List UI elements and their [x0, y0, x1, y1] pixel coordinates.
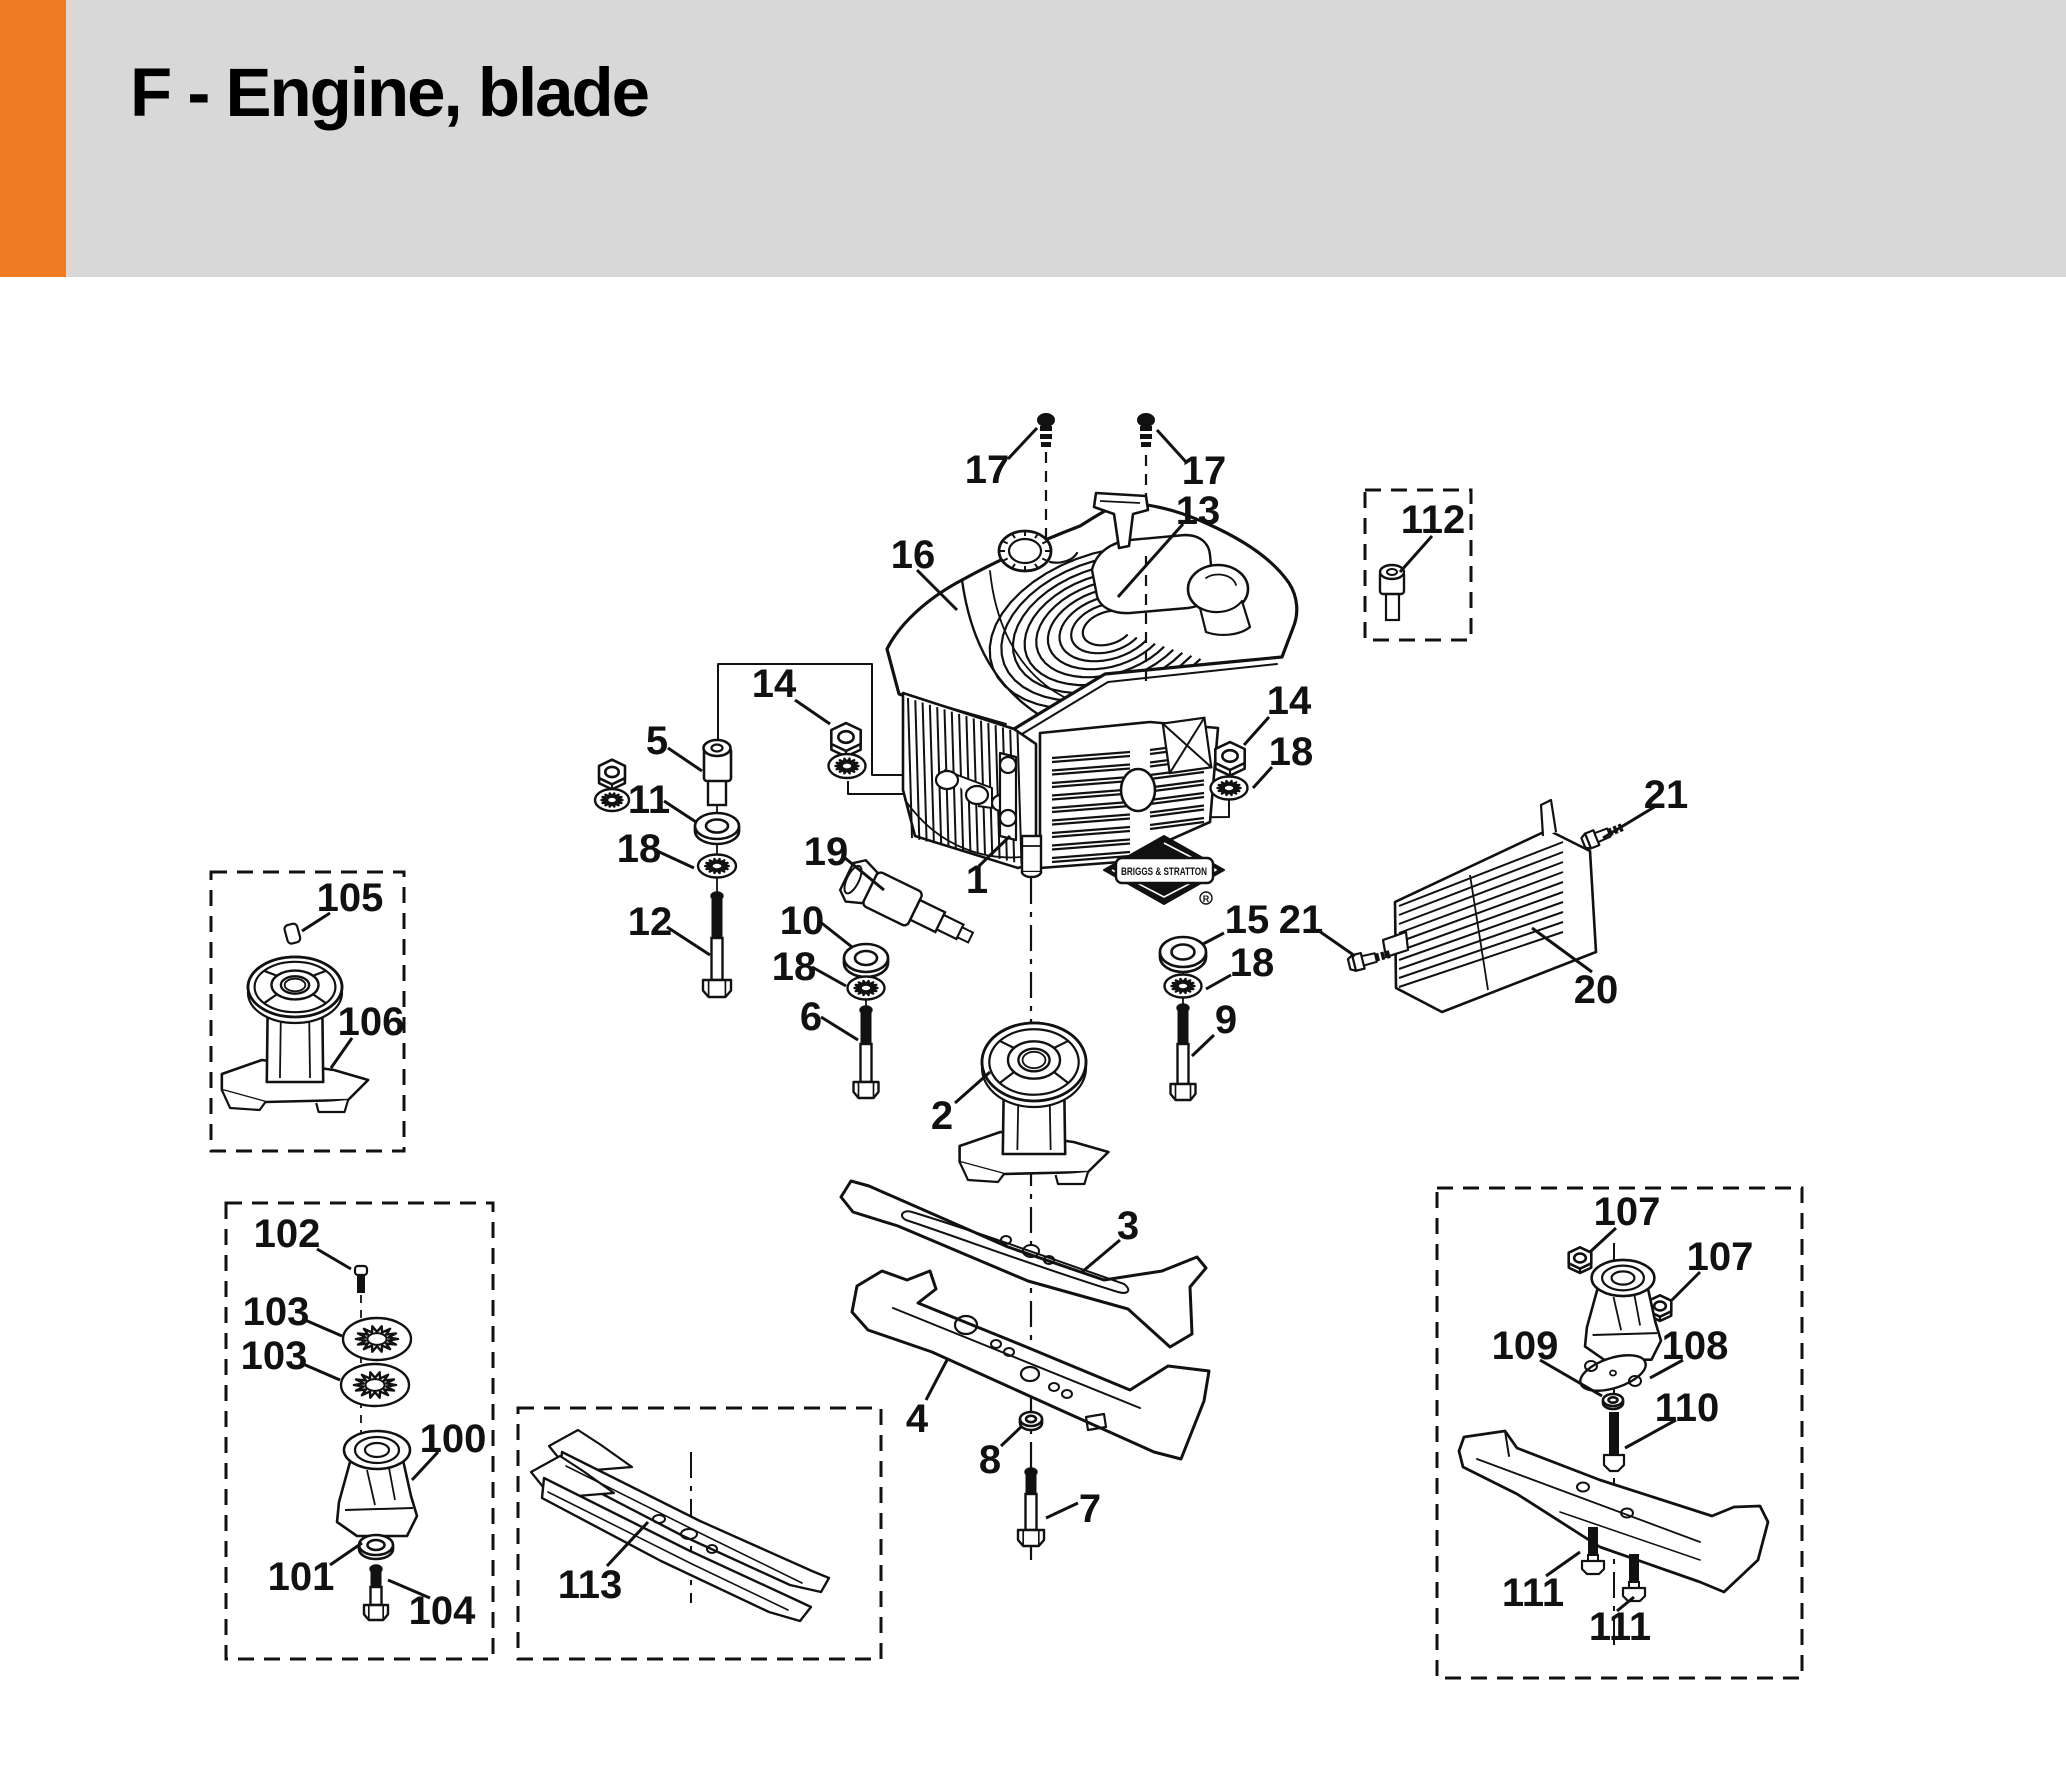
svg-text:5: 5: [646, 719, 668, 763]
svg-text:6: 6: [800, 995, 822, 1039]
svg-text:111: 111: [1589, 1605, 1651, 1649]
svg-text:21: 21: [1644, 773, 1689, 817]
svg-text:103: 103: [241, 1334, 308, 1378]
svg-text:8: 8: [979, 1438, 1001, 1482]
svg-text:111: 111: [1502, 1571, 1564, 1615]
svg-text:BRIGGS & STRATTON: BRIGGS & STRATTON: [1121, 866, 1207, 878]
svg-text:18: 18: [772, 945, 817, 989]
svg-text:109: 109: [1492, 1324, 1559, 1368]
svg-text:112: 112: [1401, 498, 1466, 542]
svg-text:19: 19: [804, 830, 849, 874]
svg-text:15: 15: [1225, 898, 1270, 942]
svg-text:R: R: [1203, 894, 1210, 904]
svg-text:16: 16: [891, 533, 936, 577]
svg-text:108: 108: [1662, 1324, 1729, 1368]
svg-text:14: 14: [752, 662, 797, 706]
svg-text:F - Engine, blade: F - Engine, blade: [130, 54, 649, 131]
svg-text:7: 7: [1079, 1487, 1101, 1531]
svg-text:1: 1: [966, 858, 988, 902]
svg-text:18: 18: [1269, 730, 1314, 774]
svg-text:101: 101: [268, 1555, 335, 1599]
svg-text:17: 17: [965, 448, 1010, 492]
svg-text:106: 106: [338, 1000, 405, 1044]
svg-text:11: 11: [628, 778, 670, 822]
svg-text:107: 107: [1687, 1235, 1754, 1279]
svg-text:104: 104: [409, 1589, 476, 1633]
svg-text:12: 12: [628, 900, 673, 944]
svg-text:18: 18: [1230, 941, 1275, 985]
svg-text:110: 110: [1655, 1386, 1720, 1430]
svg-text:113: 113: [558, 1563, 623, 1607]
svg-text:13: 13: [1176, 489, 1221, 533]
svg-text:9: 9: [1215, 998, 1237, 1042]
svg-text:3: 3: [1117, 1204, 1139, 1248]
svg-text:20: 20: [1574, 968, 1619, 1012]
svg-text:107: 107: [1594, 1190, 1661, 1234]
svg-text:102: 102: [254, 1212, 321, 1256]
svg-text:2: 2: [931, 1094, 953, 1138]
svg-text:100: 100: [420, 1417, 487, 1461]
svg-text:17: 17: [1182, 449, 1227, 493]
svg-text:105: 105: [317, 876, 384, 920]
svg-text:18: 18: [617, 827, 662, 871]
svg-text:10: 10: [780, 899, 825, 943]
svg-text:4: 4: [906, 1397, 929, 1441]
svg-text:21: 21: [1279, 898, 1324, 942]
svg-text:103: 103: [243, 1290, 310, 1334]
svg-text:14: 14: [1267, 679, 1312, 723]
